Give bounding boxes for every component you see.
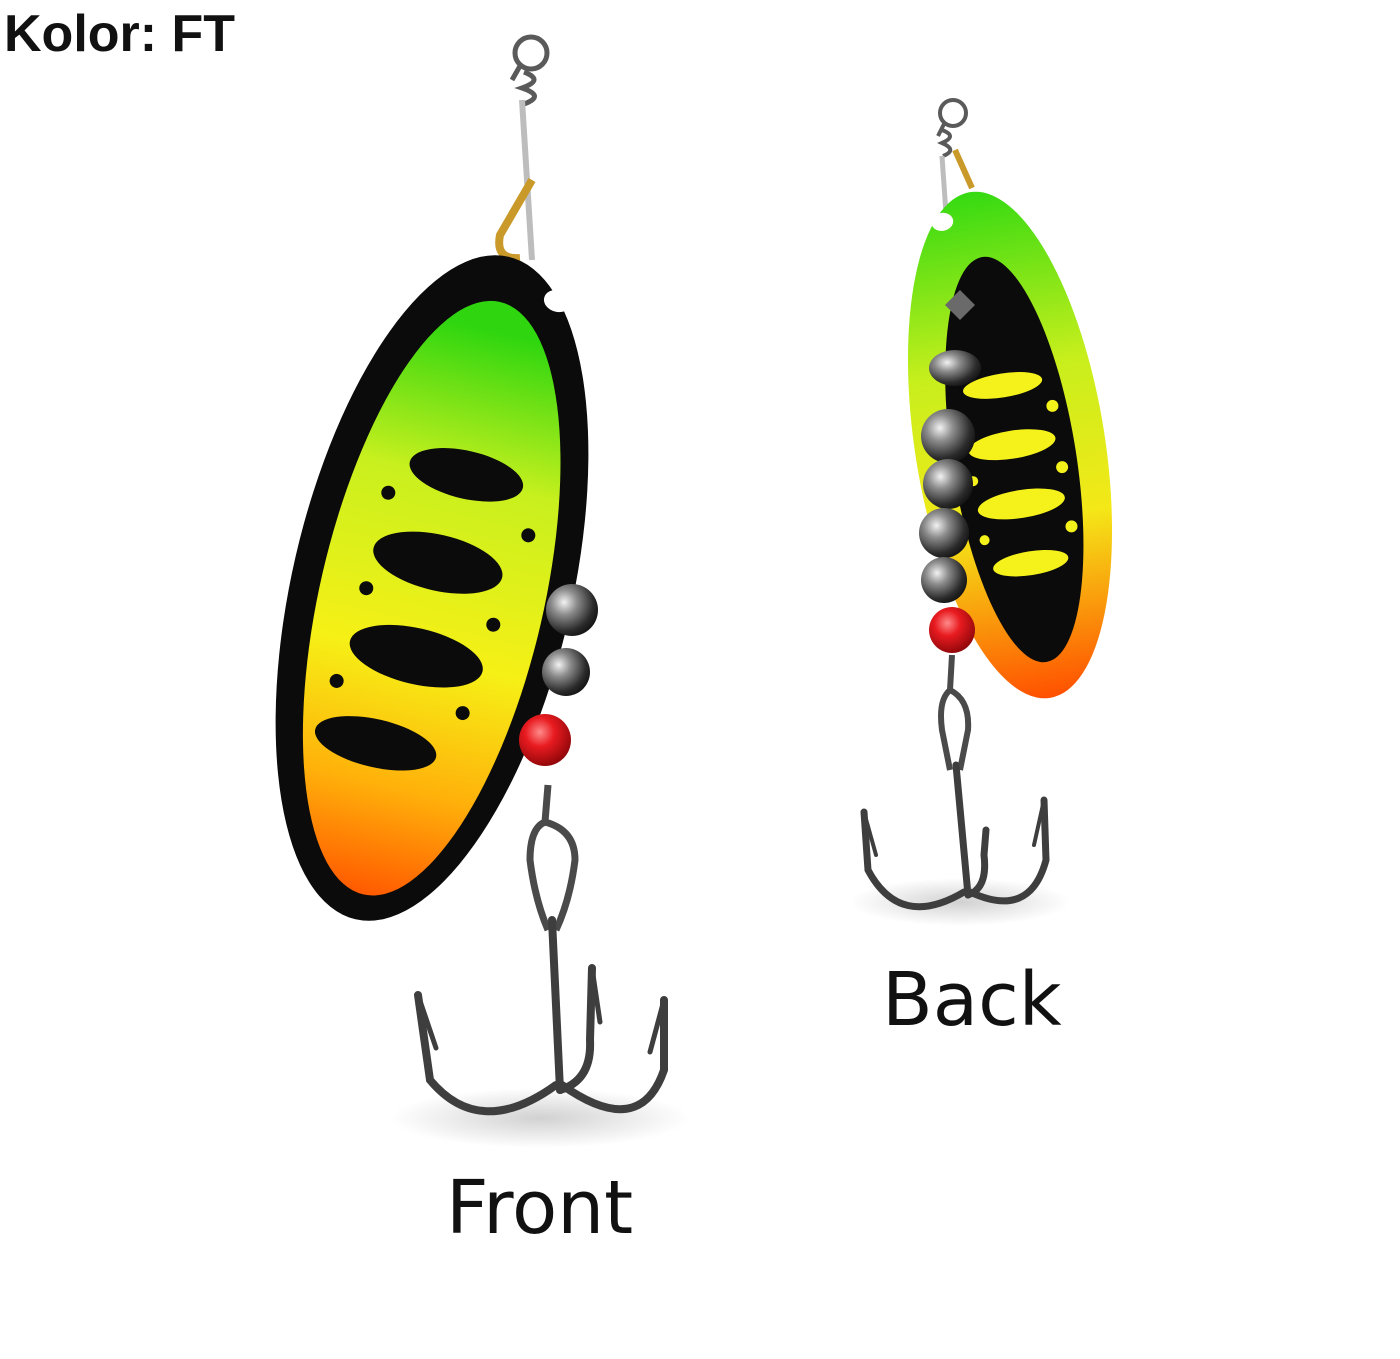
back-blade <box>907 191 1113 699</box>
back-hook-shadow <box>850 878 1070 926</box>
front-lure <box>275 34 690 1148</box>
back-caption: Back <box>882 957 1062 1043</box>
front-caption: Front <box>446 1165 634 1251</box>
back-metal-bead <box>921 557 967 603</box>
front-red-bead <box>519 714 571 766</box>
front-blade <box>275 255 589 921</box>
front-treble-hook-icon <box>414 916 668 1116</box>
front-metal-bead <box>542 648 590 696</box>
back-metal-bead <box>921 409 975 463</box>
back-red-bead <box>929 607 975 653</box>
back-metal-bead <box>923 459 973 509</box>
back-hook-eye <box>938 654 955 771</box>
back-treble-hook-icon <box>860 761 1050 911</box>
back-metal-bead <box>929 350 981 386</box>
front-swivel-icon <box>495 34 550 263</box>
back-metal-bead <box>945 290 975 320</box>
color-label: Kolor: FT <box>4 5 236 63</box>
back-metal-bead <box>919 508 969 558</box>
front-hook-eye <box>526 784 552 932</box>
back-lure <box>850 98 1113 926</box>
front-metal-bead <box>546 584 598 636</box>
